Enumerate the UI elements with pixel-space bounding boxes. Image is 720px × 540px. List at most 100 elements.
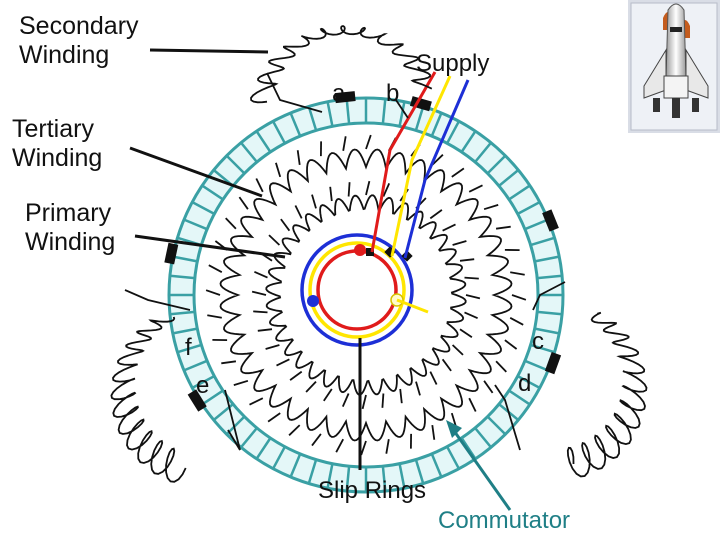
tertiaryCoil-tap	[275, 162, 282, 178]
tertiaryCoil-tap	[360, 440, 367, 456]
tertiaryCoil-tap	[431, 154, 444, 166]
tertiaryCoil-tap	[205, 289, 221, 296]
primaryCoil-tap	[280, 218, 291, 232]
primary-winding-label-line2: Winding	[25, 227, 116, 256]
tertiaryCoil-tap	[267, 412, 281, 423]
commutator-segment	[486, 415, 507, 436]
primary-winding-label-line1: Primary	[25, 199, 112, 227]
commutator-segment	[398, 101, 406, 127]
secondary-lead-b	[395, 99, 409, 119]
commutator-segment	[172, 327, 198, 335]
commutator-segment	[191, 200, 215, 216]
primaryCoil-tap	[347, 182, 351, 197]
pointer-lines	[129, 48, 362, 470]
pointer-secondary	[149, 48, 269, 54]
primaryCoil-tap	[459, 258, 475, 262]
primaryCoil-tap	[311, 194, 317, 209]
primaryCoil-tap	[257, 328, 273, 332]
tertiary-winding-label-line1: Tertiary	[12, 115, 94, 143]
tertiary-winding-coil	[205, 134, 527, 456]
commutator-brush	[544, 351, 562, 375]
commutator-brush	[187, 389, 207, 412]
commutator-brush	[334, 91, 356, 104]
tertiaryCoil-tap	[288, 424, 301, 436]
primaryCoil-tap	[341, 393, 350, 407]
commutator-segment	[530, 236, 555, 247]
commutator	[167, 96, 565, 494]
commutator-segment	[307, 106, 318, 131]
tap-black-square-1	[366, 248, 374, 256]
primaryCoil-tap	[294, 205, 303, 219]
commutator-segment	[474, 427, 492, 449]
primaryCoil-tap	[381, 393, 385, 408]
supply-label: Supply	[416, 50, 490, 77]
secondary-winding-label-line1: Secondary	[19, 12, 139, 40]
commutator-segment	[486, 154, 507, 175]
commutator-segment	[271, 446, 287, 470]
commutator-segment	[326, 463, 334, 489]
tertiaryCoil-tap	[255, 178, 264, 193]
secondary-loop-left	[110, 316, 187, 483]
terminal-a-label: a	[332, 80, 346, 107]
primaryCoil-tap	[452, 240, 467, 246]
commutator-segment	[508, 184, 531, 201]
tertiaryCoil-tap	[483, 380, 494, 394]
commutator-segment	[530, 343, 555, 354]
primaryCoil-tap	[268, 234, 281, 246]
primaryCoil-tap	[361, 394, 367, 410]
slip-ring-red	[316, 249, 398, 331]
commutator-brushes	[164, 91, 562, 412]
primaryCoil-tap	[464, 276, 479, 280]
commutator-segment	[255, 130, 272, 153]
commutator-segment	[524, 359, 549, 372]
terminal-b-label: b	[386, 80, 400, 107]
pointer-tertiary	[129, 146, 263, 198]
commutator-segment	[345, 98, 351, 124]
tertiaryCoil-tap	[468, 184, 483, 193]
tertiaryCoil-turns	[219, 148, 513, 442]
supply-leads	[370, 71, 470, 314]
primaryCoil-tap	[464, 311, 478, 320]
commutator-segment	[177, 343, 202, 354]
commutator-segment	[381, 98, 387, 124]
tertiaryCoil-tap	[509, 317, 524, 326]
commutator-segment	[508, 389, 531, 406]
tertiaryCoil-tap	[311, 433, 322, 447]
commutator-segment	[445, 446, 461, 470]
tertiaryCoil-tap	[483, 204, 499, 211]
commutator-segment	[430, 453, 443, 478]
commutator-segment	[430, 112, 443, 137]
primaryCoil-tap	[265, 344, 280, 350]
supply-lead-red	[370, 71, 437, 253]
tertiary-winding-label-line2: Winding	[12, 143, 103, 172]
secondary-winding-label-line2: Winding	[19, 40, 110, 69]
commutator-segment	[191, 374, 215, 390]
commutator-segment	[537, 310, 563, 316]
commutator-segment	[183, 359, 208, 372]
commutator-segment	[271, 120, 287, 144]
commutator-segment	[445, 120, 461, 144]
tertiaryCoil-tap	[221, 360, 237, 365]
commutator-segment	[201, 389, 224, 406]
commutator-segment	[169, 274, 195, 280]
tertiaryCoil-tap	[510, 271, 525, 276]
primaryCoil-turns	[265, 194, 467, 396]
terminal-d-label: d	[518, 370, 532, 397]
primaryCoil-tap	[442, 223, 456, 232]
primaryCoil-tap	[289, 370, 303, 381]
terminal-f-label: f	[185, 334, 192, 361]
primary-winding-label: Primary Winding	[25, 199, 115, 257]
commutator-segment	[289, 453, 302, 478]
secondary-lead-d	[494, 384, 521, 451]
commutator-segment	[172, 255, 198, 263]
commutator-segment	[517, 374, 541, 390]
primaryCoil-tap	[415, 381, 421, 396]
commutator-segment	[201, 184, 224, 201]
tertiaryCoil-tap	[238, 196, 249, 210]
tertiaryCoil-tap	[511, 294, 527, 301]
tertiaryCoil-tap	[365, 134, 372, 150]
slip-ring-blue	[300, 233, 414, 347]
primaryCoil-tap	[399, 388, 403, 404]
commutator-segment	[381, 466, 387, 492]
